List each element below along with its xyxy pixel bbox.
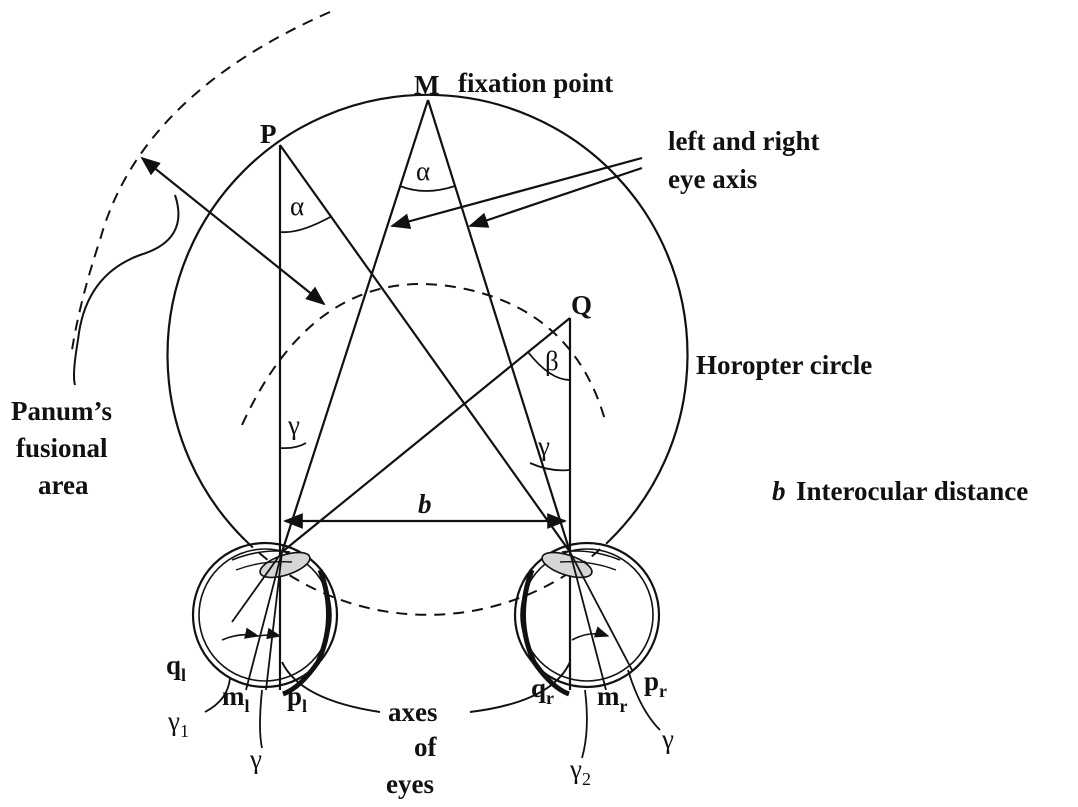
gamma-arc-right bbox=[529, 462, 571, 472]
point-M-label: M bbox=[414, 70, 439, 100]
axis-pointer-2 bbox=[468, 166, 643, 228]
point-P-label: P bbox=[260, 119, 277, 149]
gamma-left-upper: γ bbox=[287, 410, 300, 440]
axes-label-3: eyes bbox=[386, 769, 434, 799]
point-Q-label: Q bbox=[571, 290, 592, 320]
fixation-point-label: fixation point bbox=[458, 68, 613, 98]
right-eye-axis bbox=[426, 99, 572, 553]
beta-arc-q bbox=[527, 351, 571, 381]
horopter-circle-dashed bbox=[244, 539, 611, 616]
left-eyeball bbox=[191, 541, 339, 697]
left-eye-axis bbox=[280, 99, 430, 553]
eye-axis-label-1: left and right bbox=[668, 126, 820, 156]
gamma-left-leader bbox=[259, 689, 263, 749]
q-to-left-eye bbox=[281, 317, 571, 553]
horopter-circle-solid bbox=[166, 93, 689, 541]
alpha-at-P: α bbox=[290, 191, 304, 221]
interocular-label: Interocular distance bbox=[796, 476, 1028, 506]
gamma2-label: γ2 bbox=[569, 754, 591, 789]
p-l-label: pl bbox=[287, 681, 307, 716]
gamma2-leader bbox=[581, 689, 588, 759]
p-to-right-eye bbox=[279, 144, 571, 553]
axes-label-2: of bbox=[414, 732, 438, 762]
eye-axis-label-2: eye axis bbox=[668, 164, 757, 194]
axis-pointer-1 bbox=[390, 156, 643, 229]
alpha-arc-p bbox=[279, 215, 333, 234]
gamma1-leader bbox=[204, 677, 231, 713]
gamma-right-leader bbox=[627, 669, 661, 731]
alpha-arc-m bbox=[399, 185, 456, 192]
gamma-arc-left bbox=[279, 442, 307, 450]
panum-inner-arc bbox=[241, 283, 606, 426]
panum-width-arrow bbox=[140, 156, 326, 306]
right-eyeball bbox=[513, 541, 661, 697]
p-r-label: pr bbox=[644, 666, 667, 701]
panum-label-2: fusional bbox=[16, 433, 108, 463]
beta-at-Q: β bbox=[545, 346, 559, 376]
gamma1-label: γ1 bbox=[167, 706, 189, 741]
axes-leader-left bbox=[281, 661, 381, 713]
alpha-at-M: α bbox=[416, 156, 430, 186]
m-l-label: ml bbox=[222, 681, 250, 716]
panum-leader bbox=[73, 194, 180, 386]
gamma-right-upper: γ bbox=[537, 431, 550, 461]
axes-label-1: axes bbox=[388, 697, 438, 727]
gamma-left-lower: γ bbox=[249, 744, 262, 774]
axes-leader-right bbox=[469, 661, 571, 713]
b-symbol-label: b bbox=[418, 489, 432, 519]
panum-label-1: Panum’s bbox=[11, 396, 112, 426]
m-r-label: mr bbox=[597, 681, 628, 716]
horopter-label: Horopter circle bbox=[696, 350, 872, 380]
interocular-b-symbol: b bbox=[772, 476, 786, 506]
panum-label-3: area bbox=[38, 470, 89, 500]
gamma-right-lower: γ bbox=[661, 724, 674, 754]
q-r-label: qr bbox=[531, 673, 554, 708]
panum-outer-arc bbox=[71, 11, 331, 351]
q-l-label: ql bbox=[166, 650, 186, 685]
